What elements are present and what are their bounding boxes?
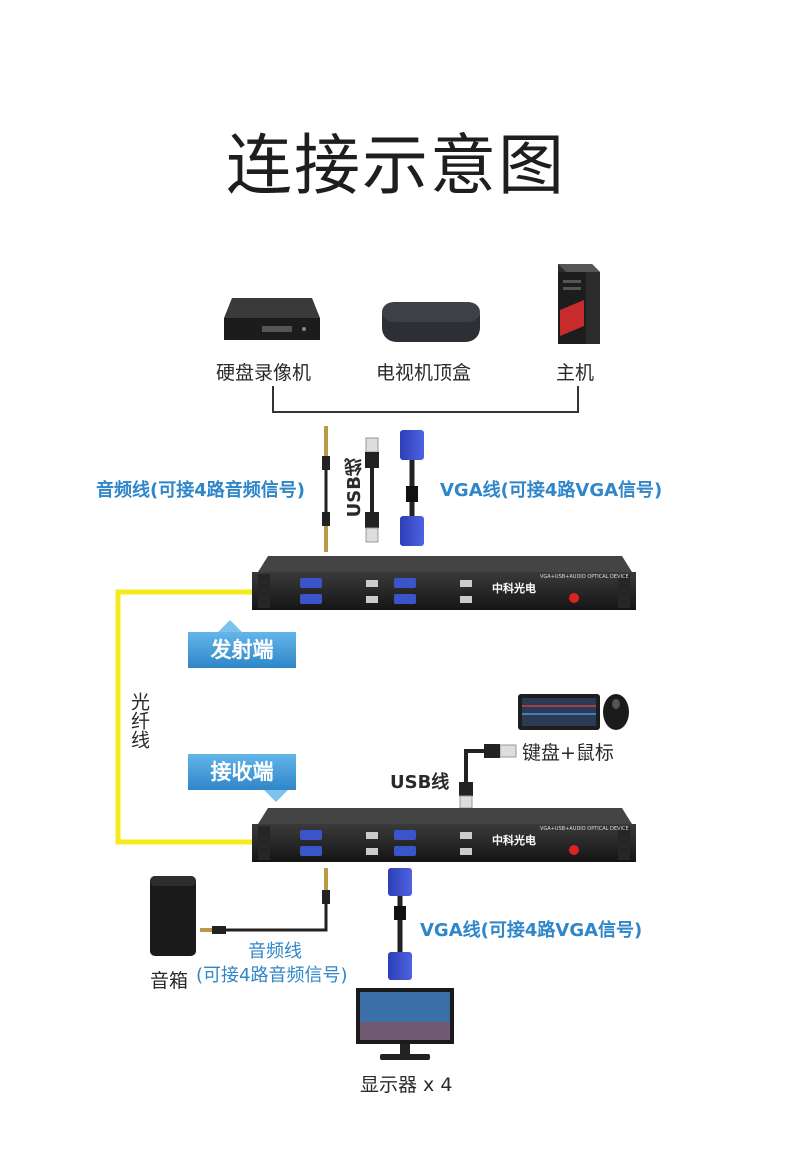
rx-usb-cable-icon xyxy=(459,744,517,809)
rx-brand-label: 中科光电 xyxy=(492,834,536,847)
keyboard-mouse-label: 键盘+鼠标 xyxy=(522,742,614,764)
source-label-settop: 电视机顶盒 xyxy=(376,362,472,384)
monitor-icon xyxy=(356,988,454,1060)
tx-model-label: VGA+USB+AUDIO OPTICAL DEVICE xyxy=(540,574,629,580)
settop-box-icon xyxy=(382,302,480,342)
monitor-label: 显示器 x 4 xyxy=(360,1074,453,1096)
rx-usb-cable-label: USB线 xyxy=(390,772,450,793)
vga-cable-icon xyxy=(400,430,424,546)
tx-arrow-icon xyxy=(218,620,242,632)
keyboard-icon xyxy=(518,694,600,730)
rx-vga-cable-label: VGA线(可接4路VGA信号) xyxy=(420,920,643,941)
tx-vga-cable-label: VGA线(可接4路VGA信号) xyxy=(440,480,663,501)
rx-arrow-icon xyxy=(264,790,288,802)
rx-audio-label-line1: 音频线 xyxy=(248,941,302,962)
receiver-badge: 接收端 xyxy=(188,754,296,790)
page-title: 连接示意图 xyxy=(226,127,566,204)
tx-audio-cable-label: 音频线(可接4路音频信号) xyxy=(96,480,305,501)
rx-vga-cable-icon xyxy=(388,868,412,980)
audio-cable-icon xyxy=(322,426,330,552)
usb-cable-icon xyxy=(365,437,379,543)
speaker-icon xyxy=(150,876,196,956)
source-bracket xyxy=(272,386,579,413)
source-label-pc: 主机 xyxy=(556,362,595,384)
rx-audio-cable-icon xyxy=(200,868,330,934)
tx-usb-cable-label: USB线 xyxy=(344,458,365,518)
rx-audio-label-line2: (可接4路音频信号) xyxy=(196,965,348,986)
source-label-dvr: 硬盘录像机 xyxy=(216,362,312,384)
fiber-label: 光纤线 xyxy=(128,692,150,749)
fiber-cable xyxy=(115,589,252,845)
tx-brand-label: 中科光电 xyxy=(492,582,536,595)
dvr-icon xyxy=(224,298,320,340)
receiver-device xyxy=(252,808,636,862)
rx-model-label: VGA+USB+AUDIO OPTICAL DEVICE xyxy=(540,826,629,832)
transmitter-device xyxy=(252,556,636,610)
mouse-icon xyxy=(603,694,629,730)
speaker-label: 音箱 xyxy=(150,970,189,992)
transmitter-badge: 发射端 xyxy=(188,632,296,668)
pc-tower-icon xyxy=(558,264,600,344)
